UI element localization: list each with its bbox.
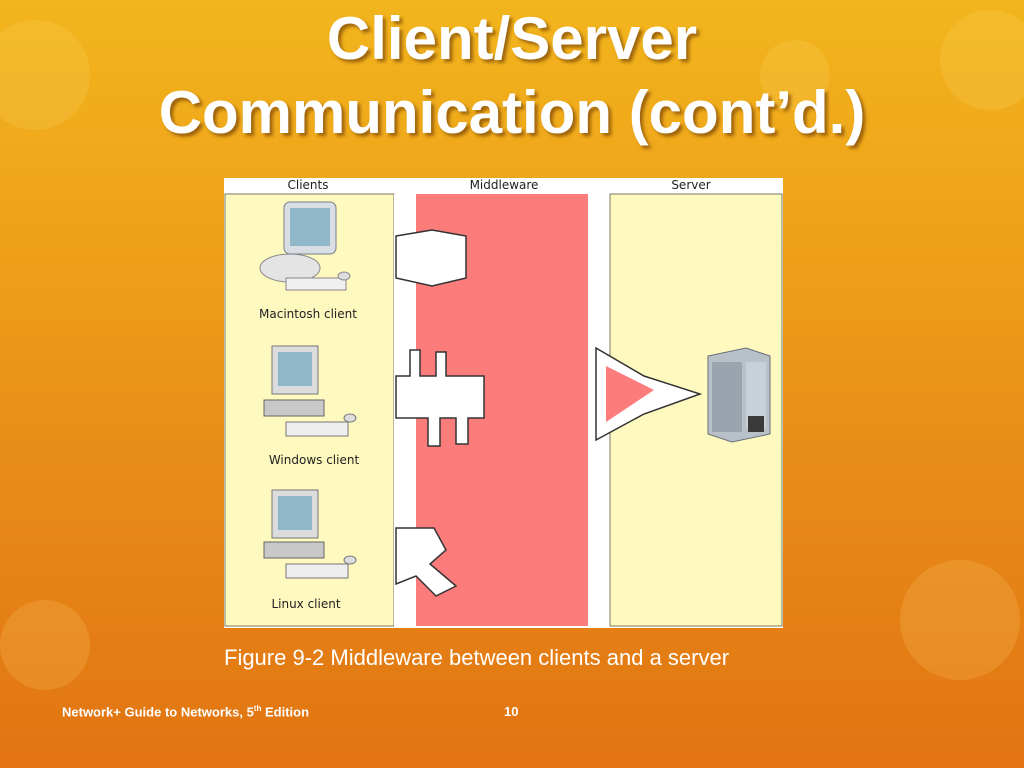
slide-title: Client/Server Communication (cont’d.) xyxy=(0,2,1024,150)
mac-connector-shape xyxy=(395,229,467,287)
background-flower xyxy=(900,560,1020,680)
header-middleware: Middleware xyxy=(470,178,539,192)
footer-superscript: th xyxy=(253,704,262,713)
title-line-2: Communication (cont’d.) xyxy=(158,79,866,146)
linux-connector-shape xyxy=(395,527,458,597)
middleware-diagram: Clients Middleware Server Macintosh clie… xyxy=(224,178,783,628)
server-tower-icon xyxy=(707,347,771,443)
background-flower xyxy=(940,10,1024,110)
linux-client-label: Linux client xyxy=(271,597,340,611)
diagram-header-bar xyxy=(224,178,783,192)
linux-pc-icon xyxy=(263,489,357,579)
windows-connector-shape xyxy=(395,349,485,447)
background-flower xyxy=(760,40,830,110)
background-flower xyxy=(0,20,90,130)
page-number: 10 xyxy=(504,704,519,719)
windows-pc-icon xyxy=(263,345,357,437)
footer-title-part: Network+ Guide to Networks, 5 xyxy=(62,704,254,720)
header-server: Server xyxy=(671,178,710,192)
mac-client-label: Macintosh client xyxy=(259,307,357,321)
footer-book-title: Network+ Guide to Networks, 5th Edition xyxy=(62,704,309,719)
windows-client-label: Windows client xyxy=(269,453,360,467)
footer-title-end: Edition xyxy=(261,704,310,720)
figure-caption: Figure 9-2 Middleware between clients an… xyxy=(224,645,730,670)
server-arrow-inner xyxy=(606,366,654,422)
background-flower xyxy=(0,600,90,690)
header-clients: Clients xyxy=(288,178,329,192)
title-line-1: Client/Server xyxy=(326,5,698,72)
imac-computer-icon xyxy=(259,201,351,291)
